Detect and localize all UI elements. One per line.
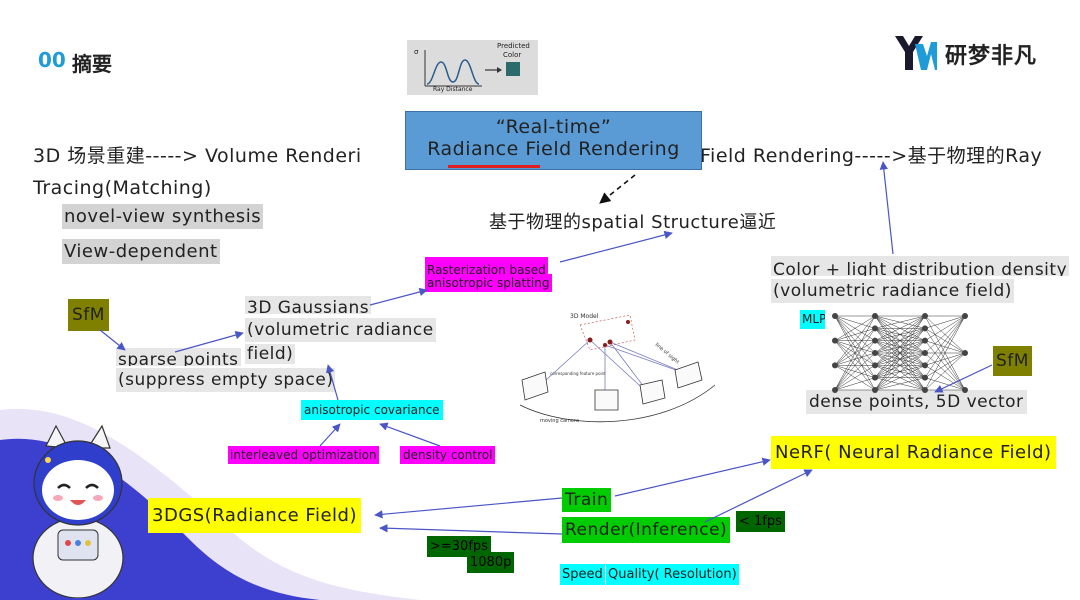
mlp-node (832, 362, 838, 369)
rasterization-line2: anisotropic splatting (425, 274, 552, 292)
arrow-title-to-spatial (599, 174, 636, 204)
brand-logo: 研梦非凡 (893, 32, 1053, 72)
arrow-sfm-to-sparse (99, 329, 126, 351)
sigma-label: σ (414, 48, 419, 56)
mlp-node (922, 387, 928, 393)
gaussians-line2: (volumetric radiance (245, 318, 436, 342)
fps30-box: >=30fps (427, 536, 491, 557)
main-pipeline-right: Field Rendering----->基于物理的Ray (700, 145, 1043, 167)
mlp-node (922, 337, 928, 344)
title-underline (448, 165, 540, 168)
arrow-color-to-rendering (879, 161, 894, 255)
title-line1: “Real-time” (495, 116, 612, 138)
train-box: Train (562, 488, 612, 512)
main-pipeline-left: 3D 场景重建-----> Volume Renderi (33, 145, 362, 167)
mlp-node (922, 325, 928, 332)
mlp-node (922, 374, 928, 381)
mlp-node (922, 313, 928, 319)
color-label: Color (503, 51, 522, 59)
dense-points-box: dense points, 5D vector (806, 390, 1027, 414)
1080p-box: 1080p (467, 552, 515, 573)
sfm-box-right: SfM (993, 346, 1032, 376)
density-curve-plot (424, 50, 520, 87)
mlp-node (962, 313, 968, 319)
ym-logo-icon (895, 36, 937, 70)
sketch-model-label: 3D Model (570, 313, 599, 320)
mlp-node (872, 362, 878, 369)
mlp-node (872, 325, 878, 332)
render-box: Render(Inference) (562, 517, 731, 543)
title-line2: Radiance Field Rendering (427, 138, 680, 160)
gaussians-line3: field) (245, 344, 296, 364)
interleaved-optimization-box: interleaved optimization (228, 446, 379, 464)
mlp-node (832, 387, 838, 393)
arrow-gaussians-to-raster (369, 287, 428, 306)
mlp-node (922, 350, 928, 356)
note-novel-view: novel-view synthesis (62, 204, 264, 229)
mlp-node (872, 350, 878, 356)
predicted-label: Predicted (497, 42, 530, 50)
mlp-label: MLP (802, 312, 825, 326)
mlp-node (872, 337, 878, 344)
mlp-node (962, 350, 968, 356)
mlp-node (832, 337, 838, 344)
mlp-box: MLP (800, 310, 825, 329)
multiview-camera-sketch: 3D Model line of sight corresponding fea… (519, 313, 716, 424)
sketch-camera-label: moving camera (540, 418, 579, 424)
sfm-box-left: SfM (68, 299, 109, 331)
volume-rendering-thumbnail: σ Predicted Color Ray Distance (407, 40, 538, 95)
mlp-node (872, 387, 878, 393)
mlp-node (872, 374, 878, 381)
mlp-node (872, 313, 878, 319)
quality-box: Quality( Resolution) (606, 564, 739, 585)
title-box: “Real-time” Radiance Field Rendering (405, 111, 702, 170)
gaussians-line1: 3D Gaussians (245, 296, 372, 314)
arrow-raster-to-spatial (559, 230, 673, 263)
note-view-dependent: View-dependent (62, 239, 220, 264)
arrow-train-to-nerf (614, 457, 771, 497)
rasterization-line1: Rasterization based (425, 257, 548, 275)
mlp-node (962, 387, 968, 393)
density-control-box: density control (400, 446, 496, 464)
logo-text: 研梦非凡 (945, 44, 1038, 69)
speed-box: Speed (560, 564, 605, 585)
anisotropic-covariance-box: anisotropic covariance (301, 400, 443, 420)
sparse-points-line1: sparse points (116, 348, 241, 366)
color-density-line2: (volumetric radiance field) (771, 279, 1014, 303)
ray-distance-label: Ray Distance (433, 86, 473, 93)
main-pipeline-line2: Tracing(Matching) (33, 177, 212, 199)
section-number: 00 (38, 48, 66, 72)
color-density-line1: Color + light distribution density (771, 256, 1070, 276)
mlp-node (922, 362, 928, 369)
mlp-network-icon (832, 313, 968, 393)
spatial-structure-label: 基于物理的spatial Structure逼近 (489, 212, 777, 233)
section-title: 摘要 (72, 52, 112, 76)
mlp-node (832, 313, 838, 319)
nerf-box: NeRF( Neural Radiance Field) (771, 436, 1056, 469)
sparse-points-line2: (suppress empty space) (116, 368, 336, 392)
lt1fps-box: < 1fps (736, 511, 785, 532)
3dgs-box: 3DGS(Radiance Field) (148, 498, 361, 533)
astronaut-cat-mascot (32, 424, 124, 598)
sketch-feature-point-label: corresponding feature point (550, 371, 606, 376)
